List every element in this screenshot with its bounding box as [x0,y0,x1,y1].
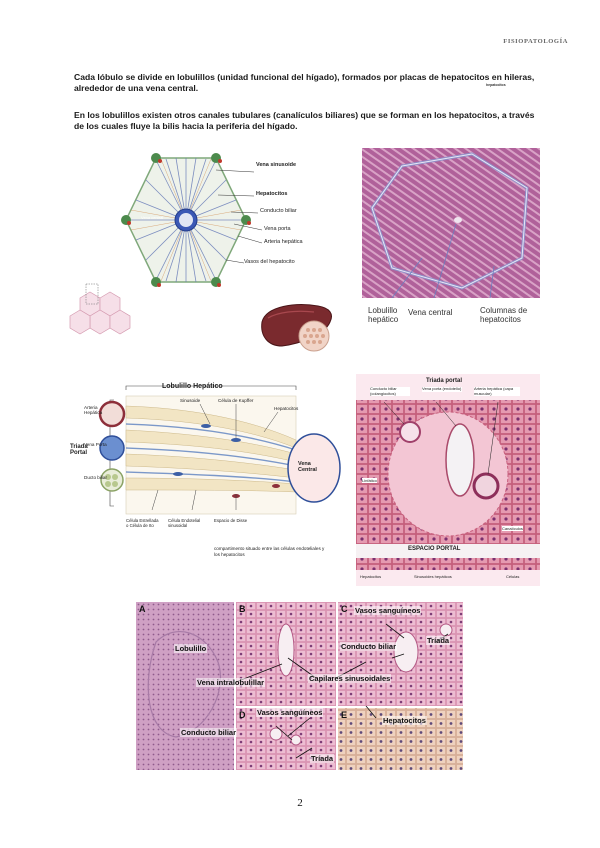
label-vasos-hepatocito: Vasos del hepatocito [244,259,295,265]
label-conducto-colangiocitos: Conducto biliar (colangiocitos) [370,386,410,396]
label-vena-porta-3: Vena Porta [84,442,107,447]
label-conducto-biliar: Conducto biliar [260,208,297,214]
label-lobulillo-hepatico: Lobulillo hepático [368,306,399,324]
label-sinusoide: Sinusoide [180,398,201,403]
label-triada-d: Tríada [310,754,335,763]
label-arteria-capa-muscular: Arteria hepática (capa muscular) [474,386,520,396]
triada-portal-label: Triada Portal [70,444,88,456]
panel-letter-d: D [239,710,246,720]
label-hepatocitos: Hepatocitos [256,191,288,197]
paragraph-text: En los lobulillos existen otros canales … [74,110,535,131]
label-vena-central-3: Vena Central [298,461,317,473]
portal-triad-micrograph [356,374,540,586]
lobule-histology-figure: Lobulillo hepático Vena central Columnas… [362,148,540,348]
label-arteria-hepatica-3: Arteria Hepática [84,405,103,415]
label-vena-central: Vena central [408,308,453,317]
panel-letter-c: C [341,604,348,614]
label-linfatico: Linfático [362,478,377,483]
paragraph-lobulillos: Cada lóbulo se divide en lobulillos (uni… [74,72,536,94]
lobule-hexagon-diagram [69,153,336,355]
triada-title: Triada portal [426,378,463,384]
diagram-title: Lobulillo Hepático [162,383,223,390]
label-celula-endotelial: Célula Endotelial sinusoidal [168,518,201,528]
label-sinusoides-hepaticos: Sinusoides hepáticos [414,574,452,579]
panel-letter-e: E [341,710,348,720]
panel-letter-a: A [139,604,146,614]
histology-panels-figure: A B C D E Lobulillo Vena intralobulillar… [136,602,463,770]
label-capilares-sinusoidales: Capilares sinusoidales [308,674,392,683]
label-celula-estrellada: Célula Estrellada o Célula de Ito [126,518,159,528]
label-arteria-hepatica: Arteria hepática [264,239,303,245]
label-hepatocitos-3: Hepatocitos [274,406,299,411]
running-header: FISIOPATOLOGÍA [503,38,568,45]
label-conducto-biliar-d: Conducto biliar [180,728,237,737]
label-vasos-sanguineos-c: Vasos sanguíneos [354,606,422,615]
panel-letter-b: B [239,604,246,614]
label-triada-c: Tríada [426,636,451,645]
label-columnas-hepatocitos: Columnas de hepatocitos [480,306,528,324]
espacio-portal-band: ESPACIO PORTAL [408,546,461,552]
triada-portal-figure: Triada portal Conducto biliar (colangioc… [356,374,540,586]
label-espacio-disse: Espacio de Disse [214,518,248,523]
histology-panels-graphic [136,602,463,770]
label-vena-porta-endotelio: Vena porta (endotelio) [422,386,462,392]
label-conducto-biliar-c: Conducto biliar [340,642,397,651]
lobulillo-schematic-figure: Lobulillo Hepático Triada Portal Arteria… [70,378,342,578]
label-canaliculos: Canalículos [502,526,523,531]
label-vena-intralobulillar: Vena intralobulillar [196,678,266,687]
inline-annotation: hepatocitos [486,83,506,87]
paragraph-canaliculos: En los lobulillos existen otros canales … [74,110,536,132]
histology-micrograph [362,148,540,299]
lobulillo-diagram [98,385,341,515]
label-ducto-biliar-3: Ducto biliar [84,475,107,480]
label-hepatocitos-e: Hepatocitos [382,716,427,725]
central-vein-label: Vena central [141,215,164,220]
label-kupffer: Célula de Kupffer [218,398,254,403]
lobule-schematic-figure: Vena central Vena sinusoide Hepatocitos … [66,150,346,355]
label-vasos-sanguineos-d: Vasos sanguíneos [256,708,324,717]
label-celulas: Células [506,574,520,579]
disse-note: compartimento situado entre las células … [214,546,325,557]
label-hepatocitos-4: Hepatocitos [360,574,382,579]
label-lobulillo: Lobulillo [174,644,208,653]
label-vena-sinusoide: Vena sinusoide [256,162,297,168]
label-vena-porta: Vena porta [264,226,291,232]
page-number: 2 [297,797,303,809]
paragraph-text: Cada lóbulo se divide en lobulillos (uni… [74,72,535,93]
